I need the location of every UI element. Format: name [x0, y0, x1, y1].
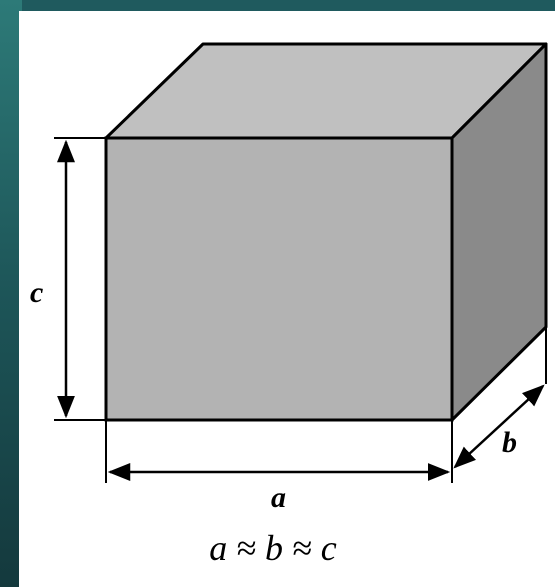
- relation-formula: a ≈ b ≈ c: [209, 528, 337, 568]
- label-b: b: [502, 426, 517, 459]
- label-c: c: [30, 276, 43, 309]
- dimension-line-b: [453, 384, 545, 469]
- slide-background-stripe: [0, 0, 22, 587]
- box-front-face: [104, 136, 454, 422]
- extension-lines: [54, 137, 547, 483]
- label-a: a: [271, 481, 286, 514]
